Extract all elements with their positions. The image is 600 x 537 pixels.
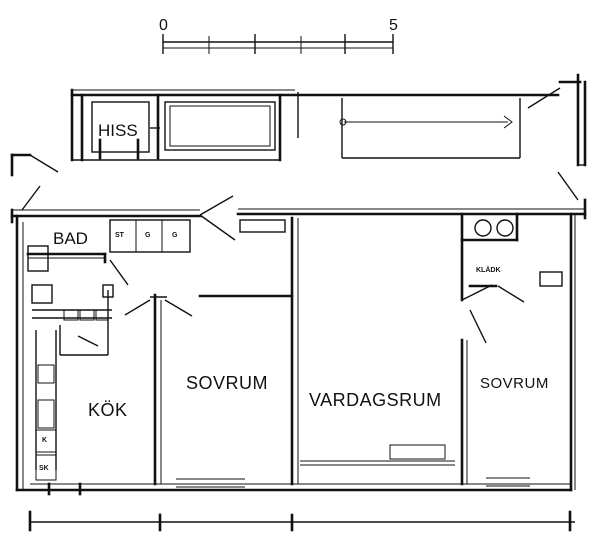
g-label-1: G xyxy=(145,232,151,239)
scale-end-label: 5 xyxy=(389,17,398,34)
scale-start-label: 0 xyxy=(159,17,168,34)
entry-door-right xyxy=(557,171,579,201)
interior-walls xyxy=(124,195,563,486)
elevator-label: HISS xyxy=(98,121,138,140)
scale-bar xyxy=(162,34,394,54)
stairwell-block xyxy=(70,73,587,167)
bedroom-left-label: SOVRUM xyxy=(186,373,269,393)
g-label-2: G xyxy=(172,232,178,239)
bathroom xyxy=(26,219,191,286)
entry-door-left xyxy=(10,153,59,211)
wardrobe-label: KLÄDK xyxy=(476,267,501,274)
sk-label: SK xyxy=(39,465,49,472)
living-room-label: VARDAGSRUM xyxy=(309,390,442,410)
apartment-walls xyxy=(10,198,587,532)
kitchen-fixtures xyxy=(31,284,114,496)
bedroom-right-label: SOVRUM xyxy=(480,375,549,392)
kitchen-label: KÖK xyxy=(88,400,128,420)
storage-label: ST xyxy=(115,232,124,239)
bathroom-label: BAD xyxy=(53,229,88,248)
k-label: K xyxy=(42,437,48,444)
